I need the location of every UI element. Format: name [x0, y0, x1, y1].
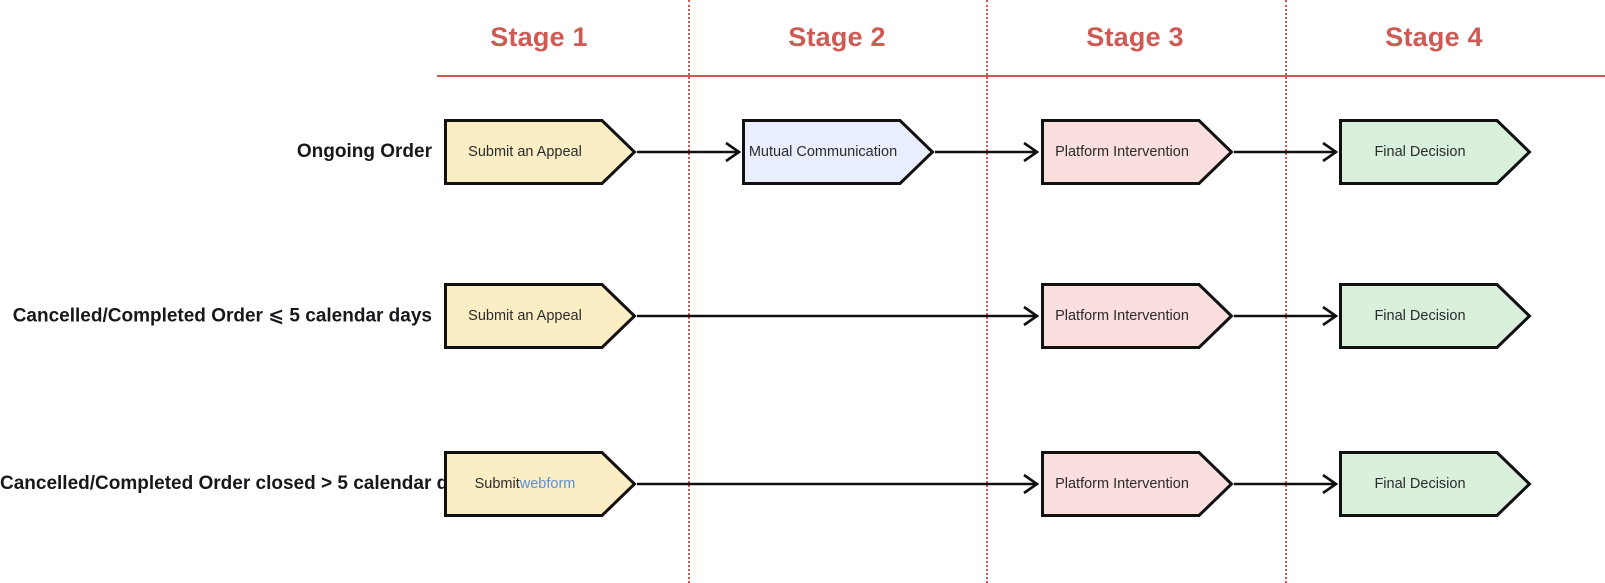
node-submit-an-appeal[interactable]: Submit an Appeal	[444, 283, 637, 349]
node-platform-intervention[interactable]: Platform Intervention	[1041, 283, 1234, 349]
node-platform-intervention[interactable]: Platform Intervention	[1041, 451, 1234, 517]
stage-header-3: Stage 3	[1086, 22, 1184, 52]
stage-header-1: Stage 1	[490, 22, 588, 52]
stage-divider-2	[986, 0, 988, 583]
flow-arrow-conn-2b	[1234, 305, 1339, 327]
node-final-decision[interactable]: Final Decision	[1339, 119, 1532, 185]
flow-arrow-conn-2a	[637, 305, 1040, 327]
node-final-decision[interactable]: Final Decision	[1339, 451, 1532, 517]
row-label-row-cancelled-le-5-days: Cancelled/Completed Order ⩽ 5 calendar d…	[12, 305, 432, 327]
flow-arrow-conn-1b	[935, 141, 1040, 163]
row-label-row-cancelled-gt-5-days: Cancelled/Completed Order closed > 5 cal…	[0, 473, 480, 494]
node-mutual-communication[interactable]: Mutual Communication	[742, 119, 935, 185]
stage-header-rule	[437, 75, 1605, 77]
flow-arrow-conn-3b	[1234, 473, 1339, 495]
flow-arrow-conn-1a	[637, 141, 742, 163]
node-submit-an-appeal[interactable]: Submit an Appeal	[444, 119, 637, 185]
node-submit-webform[interactable]: Submit webform	[444, 451, 637, 517]
stage-divider-3	[1285, 0, 1287, 583]
node-final-decision[interactable]: Final Decision	[1339, 283, 1532, 349]
stage-header-4: Stage 4	[1385, 22, 1483, 52]
row-label-row-ongoing-order: Ongoing Order	[296, 141, 432, 162]
flow-arrow-conn-1c	[1234, 141, 1339, 163]
stage-divider-1	[688, 0, 690, 583]
node-platform-intervention[interactable]: Platform Intervention	[1041, 119, 1234, 185]
stage-header-2: Stage 2	[788, 22, 886, 52]
flow-arrow-conn-3a	[637, 473, 1040, 495]
